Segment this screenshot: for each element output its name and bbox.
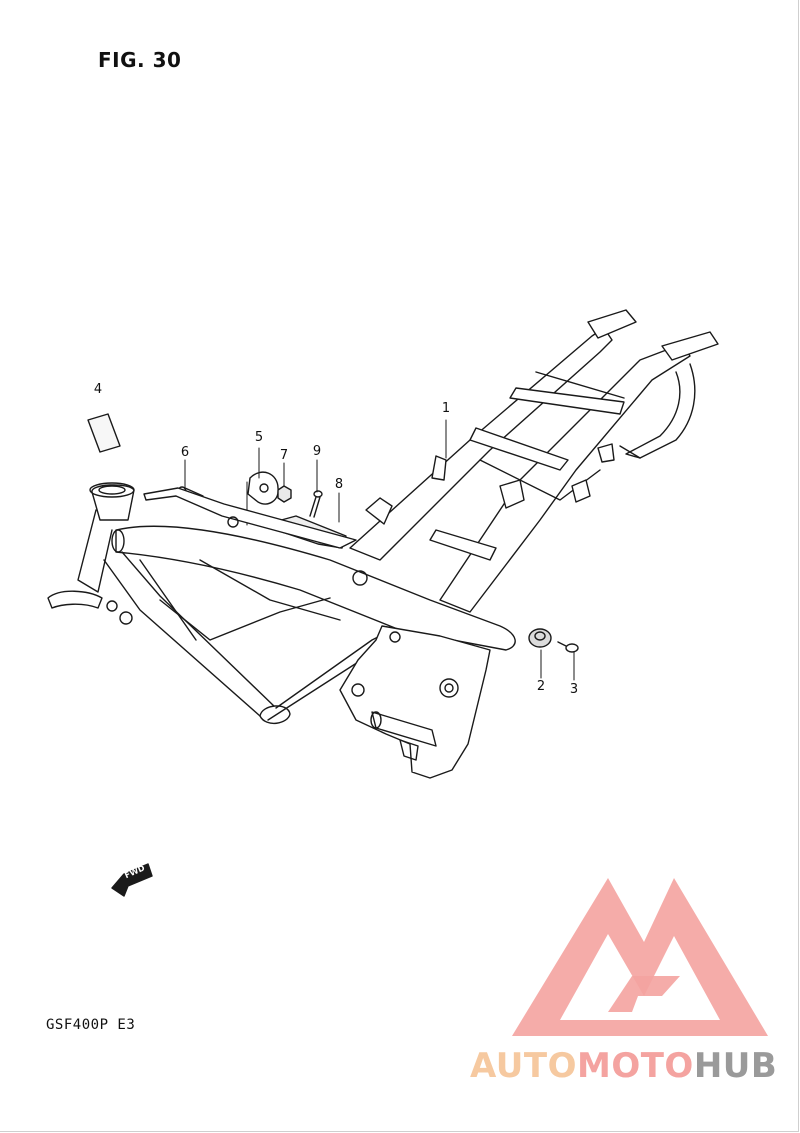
watermark-part-auto: AUTO — [470, 1046, 577, 1086]
callout-8: 8 — [334, 477, 344, 492]
callout-1: 1 — [441, 401, 451, 416]
callout-7: 7 — [279, 448, 289, 463]
callout-3: 3 — [569, 682, 579, 697]
part-2-cap — [528, 628, 552, 648]
part-3-screw — [557, 641, 579, 653]
watermark-logo — [512, 878, 768, 1036]
model-label: GSF400P E3 — [46, 1017, 136, 1033]
callout-2: 2 — [536, 679, 546, 694]
part-7-nut — [277, 485, 292, 503]
fwd-arrow — [111, 863, 153, 897]
watermark-text: AUTOMOTOHUB — [470, 1046, 794, 1086]
callout-9: 9 — [312, 444, 322, 459]
part-1-main-frame — [47, 309, 719, 779]
watermark-part-moto: MOTO — [576, 1046, 694, 1086]
callout-5: 5 — [254, 430, 264, 445]
part-5-bracket — [247, 471, 279, 505]
figure-title: FIG. 30 — [98, 48, 182, 72]
part-9-screw — [309, 490, 323, 518]
watermark-part-hub: HUB — [693, 1046, 778, 1086]
callout-6: 6 — [180, 445, 190, 460]
callout-4: 4 — [93, 382, 103, 397]
part-4-label-plate — [87, 413, 121, 453]
